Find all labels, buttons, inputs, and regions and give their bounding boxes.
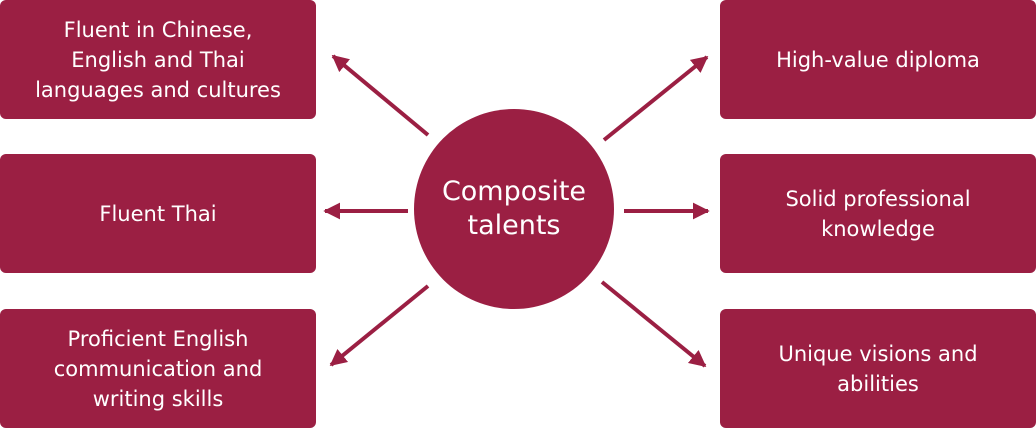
box-proficient-english: Proficient English communication and wri… bbox=[0, 309, 316, 428]
box-solid-professional-knowledge: Solid professional knowledge bbox=[720, 154, 1036, 273]
box-fluent-chinese-english-thai: Fluent in Chinese, English and Thai lang… bbox=[0, 0, 316, 119]
box-label: Unique visions and abilities bbox=[778, 341, 978, 396]
box-unique-visions: Unique visions and abilities bbox=[720, 309, 1036, 428]
box-label: Fluent Thai bbox=[99, 201, 217, 226]
arrow-to-bottom-right bbox=[600, 280, 707, 368]
box-fluent-thai: Fluent Thai bbox=[0, 154, 316, 273]
box-high-value-diploma: High-value diploma bbox=[720, 0, 1036, 119]
center-label: Composite talents bbox=[441, 176, 587, 241]
center-circle: Composite talents bbox=[414, 109, 614, 309]
box-label: High-value diploma bbox=[776, 47, 980, 72]
box-label: Solid professional knowledge bbox=[785, 186, 971, 241]
arrow-to-top-right bbox=[602, 55, 709, 142]
arrow-to-bottom-left bbox=[329, 284, 430, 367]
box-label: Fluent in Chinese, English and Thai lang… bbox=[35, 17, 281, 102]
arrow-to-top-left bbox=[331, 54, 430, 137]
box-label: Proficient English communication and wri… bbox=[53, 326, 263, 411]
